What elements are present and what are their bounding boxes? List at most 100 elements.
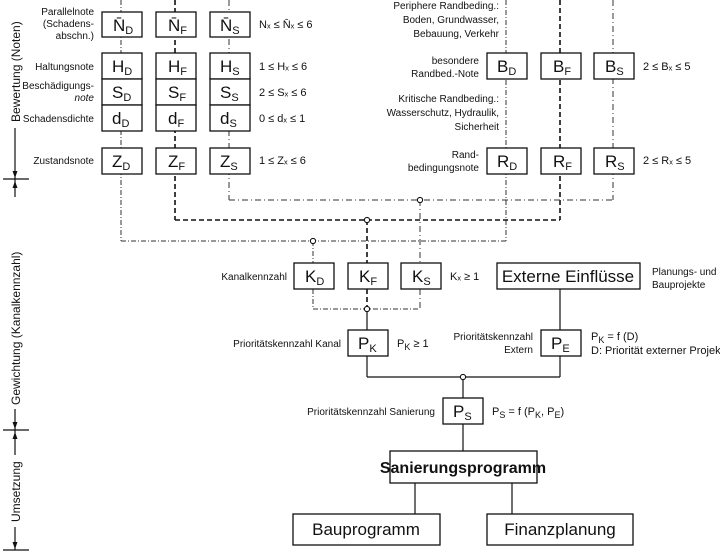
- row-label: Haltungsnote: [35, 62, 94, 73]
- symbol-p-k: PK: [358, 334, 377, 355]
- row-besondere: besondere Randbed.-Note BD BF BS 2 ≤ Bₓ …: [411, 52, 690, 80]
- box-z-d: [101, 147, 143, 175]
- junction-node: [459, 373, 467, 381]
- ps-formula: PS = f (PK, PE): [492, 406, 564, 420]
- box-s-d: [101, 78, 143, 106]
- row-label: Extern: [504, 345, 533, 356]
- symbol-d-s: dS: [220, 109, 237, 130]
- condition-text: PK ≥ 1: [397, 338, 429, 352]
- box-k-d: [293, 262, 335, 290]
- phase-label-bewertung: Bewertung (Noten): [9, 21, 23, 122]
- phase-axis: Bewertung (Noten) Gewichtung (Kanalkennz…: [3, 8, 29, 551]
- symbol-k-f: KF: [359, 267, 377, 288]
- symbol-z-s: ZS: [220, 152, 238, 173]
- symbol-r-f: RF: [553, 152, 572, 173]
- row-prioritaet-kanal: Prioritätskennzahl Kanal PK PK ≥ 1: [233, 329, 429, 357]
- condition-text: 0 ≤ dₓ ≤ 1: [259, 113, 305, 125]
- symbol-b-s: BS: [605, 57, 624, 78]
- bauprogramm-label: Bauprogramm: [312, 520, 420, 539]
- row-prioritaet-extern: Prioritätskennzahl Extern PE PK = f (D) …: [454, 329, 720, 357]
- row-label: Randbed.-Note: [411, 69, 479, 80]
- row-label: Parallelnote: [41, 7, 94, 18]
- arrow-down-icon: [12, 422, 18, 429]
- box-n-f: [155, 11, 197, 38]
- phase-label-gewichtung: Gewichtung (Kanalkennzahl): [9, 252, 23, 405]
- box-d-f: [155, 104, 197, 132]
- symbol-b-f: BF: [553, 57, 571, 78]
- row-label: Prioritätskennzahl Sanierung: [307, 407, 435, 418]
- symbol-z-f: ZF: [168, 152, 185, 173]
- symbol-b-d: BD: [497, 57, 516, 78]
- finanzplanung-label: Finanzplanung: [504, 520, 616, 539]
- row-label: Wasserschutz, Hydraulik,: [387, 108, 499, 119]
- box-n-d: [101, 11, 143, 38]
- arrow-down-icon: [12, 542, 18, 549]
- extern-note: Planungs- und: [652, 267, 717, 278]
- row-label: Zustandsnote: [33, 156, 94, 167]
- row-label: Kritische Randbeding.:: [398, 94, 499, 105]
- symbol-h-f: HF: [168, 57, 187, 78]
- junction-node: [363, 216, 371, 224]
- row-label: Periphere Randbeding.:: [393, 1, 499, 12]
- symbol-k-d: KD: [305, 267, 324, 288]
- externe-einfluesse-title: Externe Einflüsse: [502, 267, 634, 286]
- arrow-up-icon: [12, 432, 18, 439]
- box-r-s: [593, 147, 635, 175]
- row-zustandsnote: Zustandsnote ZD ZF ZS 1 ≤ Zₓ ≤ 6: [33, 147, 306, 175]
- symbol-s-f: SF: [168, 83, 186, 104]
- symbol-s-s: SS: [220, 83, 239, 104]
- row-randbedingungsnote: Rand- bedingungsnote RD RF RS 2 ≤ Rₓ ≤ 5: [408, 147, 691, 175]
- row-label: abschn.): [56, 31, 94, 42]
- box-n-s: [209, 11, 251, 38]
- phase-label-umsetzung: Umsetzung: [9, 461, 23, 522]
- condition-text: Nₓ ≤ N̄ₓ ≤ 6: [259, 18, 313, 31]
- box-finanzplanung: [486, 513, 634, 546]
- arrow-up-icon: [12, 181, 18, 188]
- symbol-n-f: N̄F: [168, 16, 187, 37]
- symbol-d-f: dF: [168, 109, 184, 130]
- box-z-s: [209, 147, 251, 175]
- box-p-k: [347, 329, 389, 357]
- junction-node: [363, 305, 371, 313]
- row-peripher: Periphere Randbeding.: Boden, Grundwasse…: [393, 1, 499, 40]
- symbol-h-d: HD: [112, 57, 132, 78]
- condition-text: Kₓ ≥ 1: [450, 271, 479, 283]
- row-label: (Schadens-: [43, 19, 94, 30]
- box-b-d: [486, 52, 528, 80]
- symbol-z-d: ZD: [112, 152, 130, 173]
- box-bauprogramm: [292, 513, 441, 546]
- row-label: Boden, Grundwasser,: [403, 15, 499, 26]
- extern-note: Bauprojekte: [652, 280, 706, 291]
- box-sanierungsprogramm: [389, 450, 538, 484]
- row-label: Prioritätskennzahl: [454, 332, 533, 343]
- condition-text: 1 ≤ Hₓ ≤ 6: [259, 61, 307, 73]
- symbol-n-d: N̄D: [113, 16, 133, 37]
- row-label: note: [75, 93, 95, 104]
- row-label: Beschädigungs-: [22, 81, 94, 92]
- condition-text: 2 ≤ Sₓ ≤ 6: [259, 87, 306, 99]
- sanierungsprogramm-title: Sanierungsprogramm: [380, 460, 546, 477]
- box-k-s: [400, 262, 442, 290]
- box-b-f: [540, 52, 582, 80]
- box-p-s: [442, 397, 484, 425]
- row-label: Kanalkennzahl: [221, 272, 287, 283]
- symbol-d-d: dD: [112, 109, 129, 130]
- symbol-h-s: HS: [220, 57, 240, 78]
- symbol-s-d: SD: [112, 83, 131, 104]
- symbol-p-s: PS: [453, 402, 472, 423]
- symbol-n-s: N̄S: [220, 16, 240, 37]
- junction-node: [309, 237, 317, 245]
- box-s-f: [155, 78, 197, 106]
- row-label: Bebauung, Verkehr: [413, 29, 499, 40]
- arrow-down-icon: [12, 171, 18, 178]
- row-kanalkennzahl: Kanalkennzahl KD KF KS Kₓ ≥ 1: [221, 262, 479, 290]
- box-s-s: [209, 78, 251, 106]
- row-label: Prioritätskennzahl Kanal: [233, 339, 341, 350]
- box-externe-einfluesse: [496, 262, 641, 290]
- box-k-f: [347, 262, 389, 290]
- condition-text: 1 ≤ Zₓ ≤ 6: [259, 155, 306, 167]
- row-label: bedingungsnote: [408, 163, 480, 174]
- condition-text: 2 ≤ Bₓ ≤ 5: [643, 61, 690, 73]
- box-b-s: [593, 52, 635, 80]
- box-z-f: [155, 147, 197, 175]
